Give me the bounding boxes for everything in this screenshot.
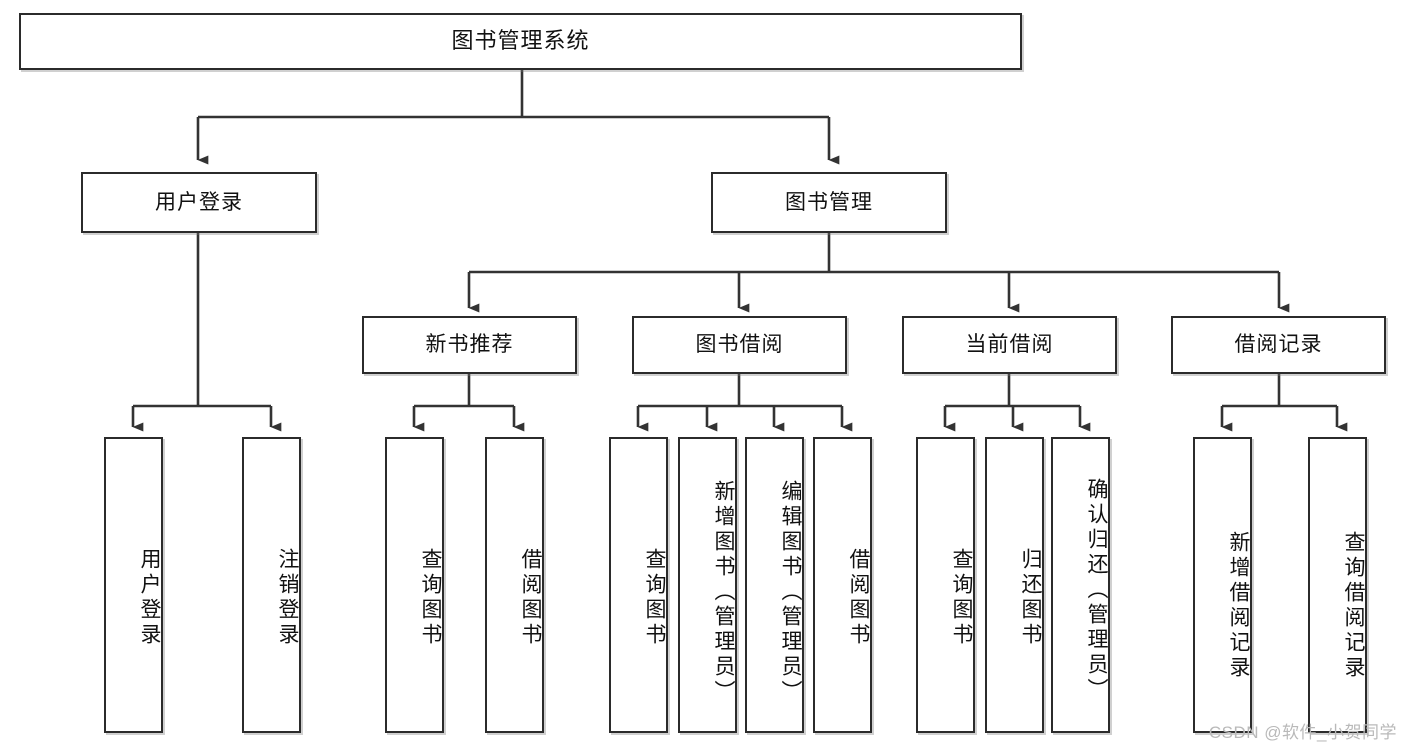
- node-root-system[interactable]: 图书管理系统: [19, 13, 1022, 70]
- leaf-logout[interactable]: 注销登录: [242, 437, 301, 733]
- node-label: 借阅图书: [519, 548, 542, 648]
- leaf-query-book-recommend[interactable]: 查询图书: [385, 437, 444, 733]
- leaf-add-borrow-record[interactable]: 新增借阅记录: [1193, 437, 1252, 733]
- node-new-book-recommend[interactable]: 新书推荐: [362, 316, 577, 374]
- node-label: 借阅图书: [847, 548, 870, 648]
- leaf-add-book-admin[interactable]: 新增图书（管理员）: [678, 437, 737, 733]
- leaf-query-book-current[interactable]: 查询图书: [916, 437, 975, 733]
- node-label: 查询借阅记录: [1342, 531, 1365, 681]
- leaf-query-book-borrow[interactable]: 查询图书: [609, 437, 668, 733]
- node-label: 用户登录: [138, 548, 161, 648]
- node-label: 图书借阅: [695, 333, 784, 357]
- leaf-confirm-return-admin[interactable]: 确认归还（管理员）: [1051, 437, 1110, 733]
- leaf-return-book[interactable]: 归还图书: [985, 437, 1044, 733]
- node-label: 新增图书（管理员）: [712, 479, 735, 705]
- node-label: 新书推荐: [425, 333, 514, 357]
- node-borrow-record[interactable]: 借阅记录: [1171, 316, 1386, 374]
- csdn-watermark: CSDN @软件_小贺同学: [1208, 723, 1397, 742]
- node-label: 注销登录: [276, 548, 299, 648]
- node-label: 查询图书: [419, 548, 442, 648]
- node-label: 借阅记录: [1234, 333, 1323, 357]
- node-label: 查询图书: [643, 548, 666, 648]
- leaf-user-login[interactable]: 用户登录: [104, 437, 163, 733]
- node-book-borrow[interactable]: 图书借阅: [632, 316, 847, 374]
- node-label: 图书管理系统: [451, 28, 590, 54]
- leaf-borrow-book-recommend[interactable]: 借阅图书: [485, 437, 544, 733]
- node-label: 归还图书: [1019, 548, 1042, 648]
- node-label: 编辑图书（管理员）: [779, 479, 802, 705]
- node-label: 用户登录: [155, 190, 243, 214]
- leaf-query-borrow-record[interactable]: 查询借阅记录: [1308, 437, 1367, 733]
- node-user-login[interactable]: 用户登录: [81, 172, 317, 233]
- node-label: 查询图书: [950, 548, 973, 648]
- leaf-borrow-book-borrow[interactable]: 借阅图书: [813, 437, 872, 733]
- node-label: 确认归还（管理员）: [1085, 477, 1108, 703]
- node-current-borrow[interactable]: 当前借阅: [902, 316, 1117, 374]
- leaf-edit-book-admin[interactable]: 编辑图书（管理员）: [745, 437, 804, 733]
- node-label: 当前借阅: [965, 333, 1054, 357]
- node-book-manage[interactable]: 图书管理: [711, 172, 947, 233]
- node-label: 图书管理: [785, 190, 873, 214]
- node-label: 新增借阅记录: [1227, 531, 1250, 681]
